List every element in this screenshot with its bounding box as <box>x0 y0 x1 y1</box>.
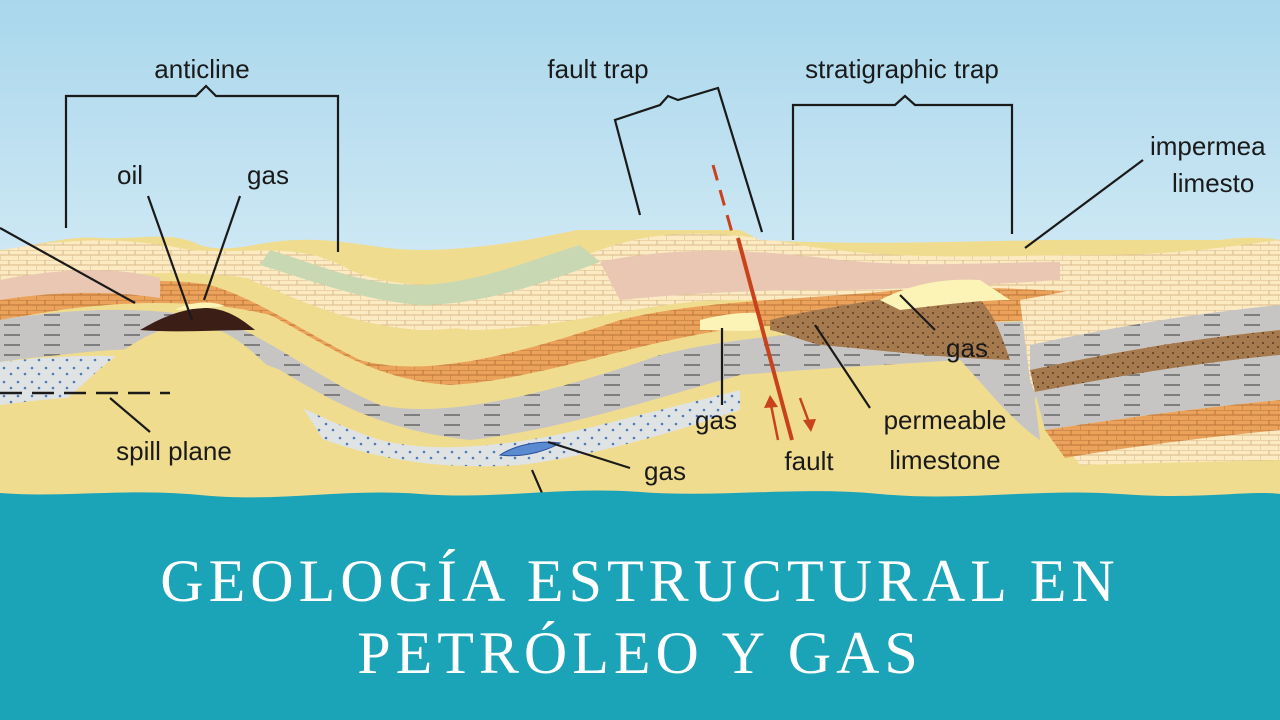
leader-spill-plane <box>109 397 151 433</box>
label-gas-anticline: gas <box>247 160 289 190</box>
leader-left <box>0 227 136 304</box>
label-stratigraphic-trap: stratigraphic trap <box>805 54 999 84</box>
leader-gas-anticline <box>202 195 242 301</box>
label-anticline: anticline <box>154 54 249 84</box>
label-spill-plane: spill plane <box>116 436 232 466</box>
label-gas-strat: gas <box>946 333 988 363</box>
label-fault: fault <box>784 446 834 476</box>
label-gas-fault: gas <box>695 405 737 435</box>
leader-gas-strat <box>899 294 936 331</box>
title-line-2: PETRÓLEO Y GAS <box>357 620 923 686</box>
leader-oil <box>146 195 194 321</box>
leader-gas-deep <box>547 440 631 470</box>
title-line-1: GEOLOGÍA ESTRUCTURAL EN <box>160 548 1120 614</box>
fault-line <box>736 237 794 441</box>
oil-reservoir <box>140 307 255 332</box>
label-impermeable-line1: impermea <box>1150 131 1266 161</box>
label-fault-trap: fault trap <box>547 54 648 84</box>
label-impermeable-line2: limesto <box>1172 168 1254 198</box>
label-gas-deep: gas <box>644 456 686 486</box>
title-banner-bg <box>0 490 1280 720</box>
leader-permeable <box>814 324 871 409</box>
anticline-bracket <box>64 84 340 252</box>
label-permeable-line2: limestone <box>889 445 1000 475</box>
deep-gas-lens <box>498 441 562 457</box>
strata <box>0 230 1280 500</box>
label-oil: oil <box>117 160 143 190</box>
fault-arrowhead-down <box>803 419 816 432</box>
fault-arrowhead-up <box>764 395 778 408</box>
fault-extension <box>711 164 735 237</box>
fault-trap-bracket <box>613 86 764 233</box>
label-permeable-line1: permeable <box>884 405 1007 435</box>
leader-impermeable <box>1024 159 1144 249</box>
stratigraphic-trap-bracket <box>791 94 1014 240</box>
